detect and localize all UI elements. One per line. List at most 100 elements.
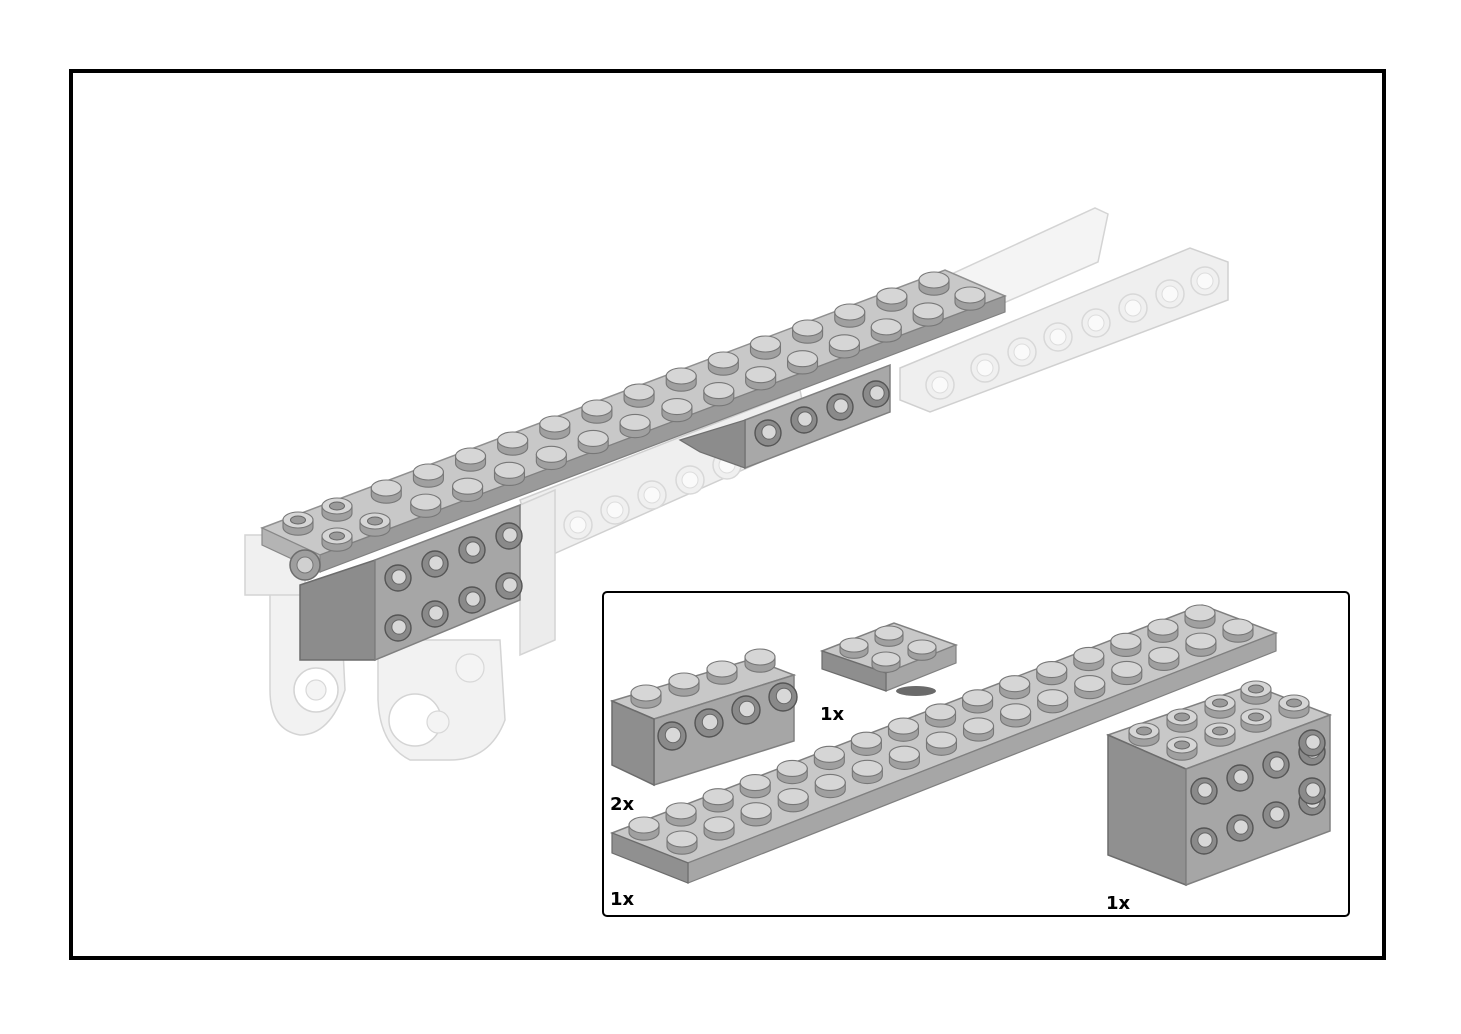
pin-hole [1262,751,1290,779]
stud [874,625,904,647]
brick-2x4-holes-icon [1105,680,1333,887]
stud [834,303,866,328]
assembly-holes [384,380,890,642]
stud [535,445,567,471]
quantity-label-plate-2x2: 1x [820,704,845,725]
stud [1185,632,1217,657]
quantity-label-brick-1x4: 2x [610,794,635,815]
stud [1110,632,1142,657]
pin-hole [421,550,449,578]
stud [370,479,402,504]
stud [668,672,700,697]
pin-hole [384,614,412,642]
stud [1037,689,1069,714]
quantity-label-plate-2x16: 1x [610,889,635,910]
pin-hole [1298,729,1326,757]
hollow-stud [282,511,314,536]
stud [1073,646,1105,672]
stud [581,399,613,424]
stud [661,397,693,423]
stud [962,717,995,742]
stud [1148,646,1180,671]
pin-hole [754,419,782,447]
stud [907,639,937,661]
stud [740,802,772,827]
stud [1222,618,1254,643]
stud [703,382,735,407]
stud [628,816,660,841]
stud [707,351,739,376]
pin-hole [1298,777,1326,805]
hollow-stud [1166,736,1198,761]
stud [777,788,809,813]
stud [1111,660,1143,686]
stud [493,461,526,486]
stud [577,429,609,455]
stud [912,302,944,327]
stud [918,271,950,296]
stud [925,731,958,756]
stud [839,637,869,659]
stud [776,759,808,785]
stud [871,651,901,673]
stud [739,774,771,799]
stud [744,648,776,673]
pin-hole [790,406,818,434]
stud [851,759,883,785]
hollow-stud [321,527,353,552]
brick-1x4-holes-icon [609,648,798,787]
hollow-stud [1240,680,1272,705]
pin-hole [458,536,486,564]
hollow-stud [1278,694,1310,719]
stud [887,717,920,742]
stud [745,366,777,391]
stud [497,431,529,456]
plate-2x2-icon [819,622,959,696]
stud [630,684,662,709]
stud [954,286,986,311]
stud [792,319,824,344]
new-brick-1x4-mid [678,363,891,470]
stud [702,788,734,813]
pin-hole [657,721,687,751]
quantity-label-brick-2x4: 1x [1106,893,1131,914]
page-frame [69,69,1386,960]
pin-hole [862,380,890,408]
hollow-stud [1128,722,1160,747]
stud [666,830,698,855]
existing-support-right [377,639,506,761]
pin-hole [768,682,798,712]
stud [1147,618,1179,643]
hollow-stud [359,512,391,537]
stud [814,773,846,799]
pin-hole [495,572,523,600]
pin-hole [1190,827,1218,855]
stud [850,731,882,756]
pin-hole [495,522,523,550]
stud [1000,703,1032,728]
stud [828,334,860,359]
hollow-stud [1204,694,1236,719]
hollow-stud [1166,708,1198,733]
stud [1184,604,1216,629]
stud [924,703,957,728]
stud [1036,660,1068,686]
pin-hole [826,393,854,421]
stud [410,493,442,518]
pin-hole [384,564,412,592]
stud [1074,674,1106,700]
pin-hole [731,695,761,725]
stud [962,689,994,714]
stud [876,287,908,312]
assembly-studs [282,271,986,552]
stud [623,383,655,408]
pin-hole [694,708,724,738]
pin-hole [1226,764,1254,792]
parts-list-illustration [609,604,1333,887]
plate-2x16-icon [609,604,1279,884]
pin-hole [1190,777,1218,805]
parts-list-callout: 2x 1x 1x 1x [602,591,1350,917]
stud [454,447,487,472]
new-plate-2x16 [260,269,1007,573]
pin-hole [458,586,486,614]
